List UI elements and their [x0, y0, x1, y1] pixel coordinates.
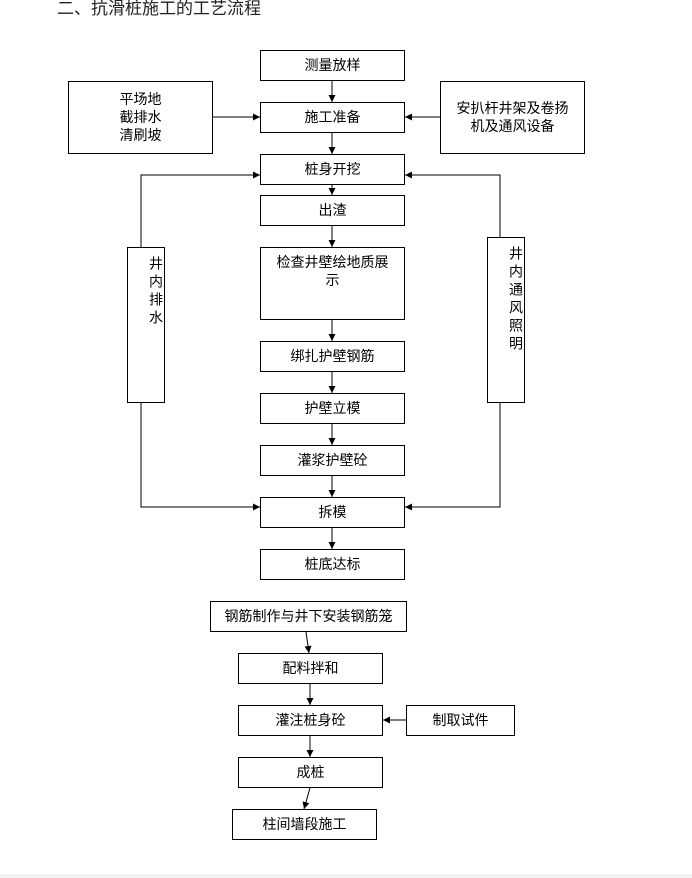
arrow-vent-excavate: [405, 171, 501, 237]
page-title: 二、抗滑桩施工的工艺流程: [57, 0, 261, 19]
arrow-cage-mix: [304, 631, 312, 654]
box-strip: 拆模: [260, 497, 405, 528]
box-cage: 钢筋制作与井下安装钢筋笼: [210, 601, 407, 632]
box-pour-wall: 灌浆护壁砼: [260, 445, 405, 476]
box-sample: 制取试件: [406, 705, 515, 736]
arrow-drain-excavate: [140, 171, 260, 247]
box-survey: 测量放样: [260, 50, 405, 81]
box-rebar: 绑扎护壁钢筋: [260, 341, 405, 372]
box-excavate: 桩身开挖: [260, 154, 405, 185]
box-site: 平场地 截排水 清刷坡: [68, 81, 213, 154]
bottom-divider: [0, 874, 692, 878]
box-pour-pile: 灌注桩身砼: [238, 705, 383, 736]
box-drain: 井内排水: [127, 247, 165, 403]
box-formwork: 护壁立模: [260, 393, 405, 424]
box-inspect: 检查井壁绘地质展示: [260, 247, 405, 320]
box-prep: 施工准备: [260, 102, 405, 133]
box-bottom: 桩底达标: [260, 549, 405, 580]
box-muck: 出渣: [260, 195, 405, 226]
box-vent: 井内通风照明: [487, 237, 525, 403]
box-wall: 柱间墙段施工: [232, 809, 377, 840]
arrow-drain-strip: [140, 403, 260, 511]
box-pile-done: 成桩: [238, 757, 383, 788]
box-mix: 配料拌和: [238, 653, 383, 684]
arrow-vent-strip: [405, 403, 501, 511]
arrow-pile-wall: [302, 787, 311, 810]
box-hoist: 安扒杆井架及卷扬 机及通风设备: [440, 81, 585, 154]
